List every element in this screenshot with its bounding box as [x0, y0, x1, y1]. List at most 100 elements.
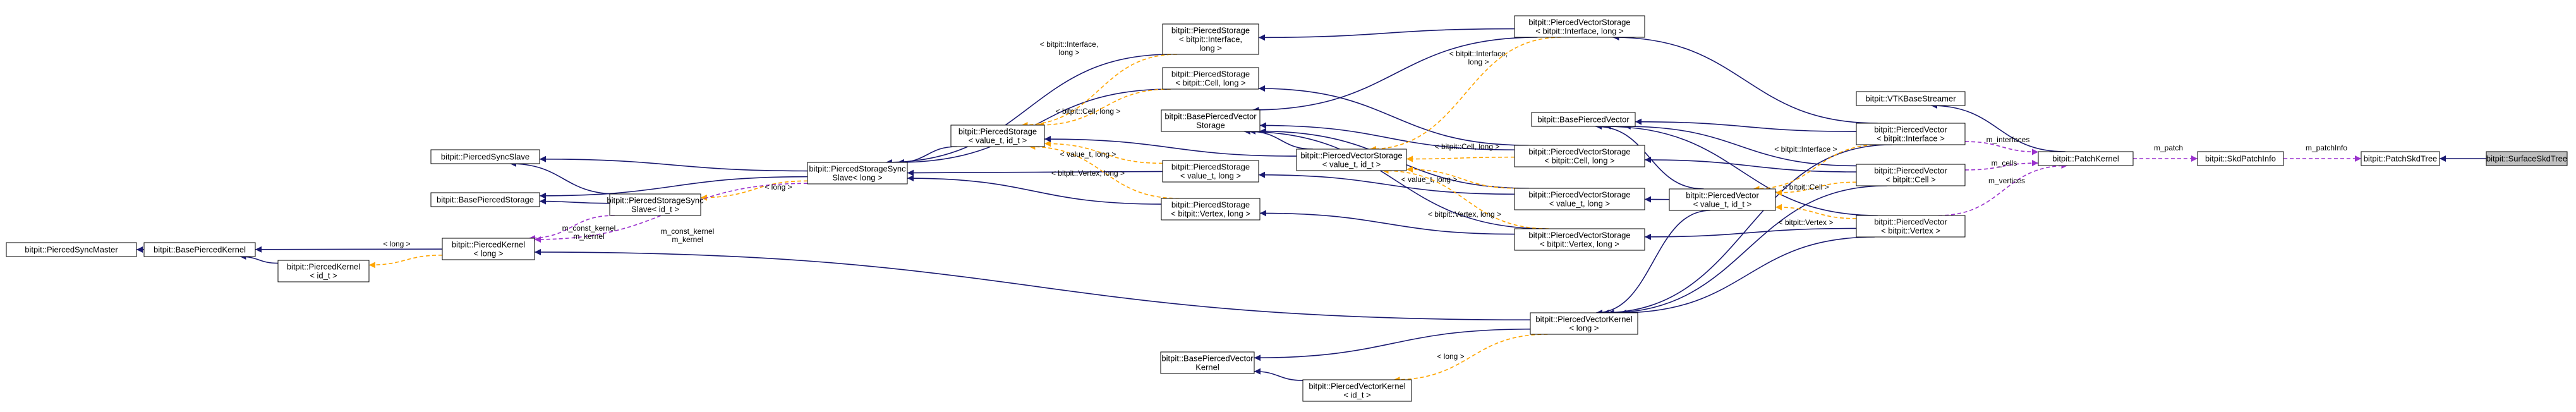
class-name-line: bitpit::PiercedVector	[1874, 217, 1947, 227]
class-name-line: bitpit::PiercedSyncSlave	[441, 152, 529, 162]
class-box	[1856, 164, 1966, 186]
class-node-kernel-long[interactable]: bitpit::PiercedKernel< long >	[442, 238, 535, 260]
edge-label-vertex_long_a: < bitpit::Vertex, long >	[1051, 169, 1125, 178]
edge-vector_kernel_long-to-kernel_long	[534, 248, 1531, 321]
edge-label-line: < bitpit::Vertex, long >	[1051, 169, 1125, 178]
edge-storage_iface_long-to-sync_slave_long	[885, 54, 1171, 166]
edge-label-v_vertex: < bitpit::Vertex >	[1779, 218, 1834, 227]
class-name-line: < long >	[474, 249, 504, 258]
edge-vs_vt_long-to-storage_vt_long	[1258, 171, 1515, 195]
class-node-vector-vt-idt[interactable]: bitpit::PiercedVector< value_t, id_t >	[1669, 188, 1776, 211]
edge-label-cell_long_b: < bitpit::Cell, long >	[1435, 142, 1500, 151]
class-node-base-kernel[interactable]: bitpit::BasePiercedKernel	[143, 242, 256, 257]
edge-vector_vt_idt-to-vector_kernel_long	[1595, 210, 1711, 316]
class-name-line: bitpit::VTKBaseStreamer	[1865, 94, 1956, 104]
edge-vector_iface-to-patch_kernel	[1964, 141, 2039, 155]
class-node-skd-patch-info[interactable]: bitpit::SkdPatchInfo	[2197, 151, 2284, 166]
class-box	[1162, 67, 1259, 90]
class-name-line: bitpit::BasePiercedVector	[1164, 112, 1257, 121]
class-name-line: Slave< id_t >	[631, 205, 679, 214]
class-node-vs-vt-idt[interactable]: bitpit::PiercedVectorStorage< value_t, i…	[1296, 148, 1407, 171]
class-node-patch-skd-tree[interactable]: bitpit::PatchSkdTree	[2361, 151, 2440, 166]
class-box	[2197, 151, 2284, 166]
class-box	[2361, 151, 2440, 166]
class-node-patch-kernel[interactable]: bitpit::PatchKernel	[2038, 151, 2134, 166]
class-node-surface-skd-tree[interactable]: bitpit::SurfaceSkdTree	[2486, 151, 2568, 166]
class-node-base-storage[interactable]: bitpit::BasePiercedStorage	[430, 192, 540, 207]
class-node-vector-kernel-idt[interactable]: bitpit::PiercedVectorKernel< id_t >	[1302, 379, 1412, 402]
class-node-vs-vt-long[interactable]: bitpit::PiercedVectorStorage< value_t, l…	[1514, 188, 1645, 210]
edge-kernel_idt-to-base_kernel	[239, 253, 279, 264]
class-node-vs-iface-long[interactable]: bitpit::PiercedVectorStorage< bitpit::In…	[1514, 15, 1645, 38]
class-name-line: < bitpit::Cell >	[1885, 175, 1936, 185]
class-node-storage-vt-long[interactable]: bitpit::PiercedStorage< value_t, long >	[1162, 160, 1259, 183]
class-node-storage-cell-long[interactable]: bitpit::PiercedStorage< bitpit::Cell, lo…	[1162, 67, 1259, 90]
edge-kernel_long-to-kernel_idt	[368, 254, 443, 269]
edge-vector_vertex-to-vector_kernel_long	[1620, 236, 1875, 316]
class-node-vs-cell-long[interactable]: bitpit::PiercedVectorStorage< bitpit::Ce…	[1514, 145, 1645, 167]
class-name-line: < bitpit::Interface,	[1179, 35, 1242, 44]
class-name-line: < id_t >	[1343, 391, 1370, 400]
edge-storage_vertex_long-to-storage_vt_idt	[1029, 143, 1180, 199]
edge-label-iface_long_b: < bitpit::Interface,long >	[1449, 49, 1508, 66]
class-name-line: Slave< long >	[832, 173, 883, 183]
class-node-kernel-idt[interactable]: bitpit::PiercedKernel< id_t >	[277, 260, 370, 282]
edge-label-line: m_const_kernel	[661, 227, 715, 236]
edge-label-m_patchInfo: m_patchInfo	[2306, 143, 2347, 152]
edge-vector_cell-to-base_vector	[1624, 123, 1857, 167]
class-name-line: bitpit::SkdPatchInfo	[2205, 154, 2276, 164]
class-node-base-vector[interactable]: bitpit::BasePiercedVector	[1531, 112, 1636, 127]
edge-label-line: < bitpit::Interface >	[1774, 145, 1837, 154]
class-name-line: bitpit::PiercedVectorKernel	[1535, 315, 1632, 324]
edge-label-line: long >	[1058, 48, 1079, 57]
class-node-vector-iface[interactable]: bitpit::PiercedVector< bitpit::Interface…	[1856, 123, 1966, 145]
class-box	[1856, 123, 1966, 145]
class-box	[609, 193, 701, 216]
edge-vs_vt_idt-to-storage_vt_idt	[1044, 136, 1297, 157]
class-node-storage-vertex-long[interactable]: bitpit::PiercedStorage< bitpit::Vertex, …	[1161, 198, 1261, 221]
class-node-vtk-streamer[interactable]: bitpit::VTKBaseStreamer	[1856, 91, 1966, 106]
class-node-storage-iface-long[interactable]: bitpit::PiercedStorage< bitpit::Interfac…	[1162, 23, 1259, 55]
edge-label-line: m_patchInfo	[2306, 143, 2347, 152]
class-node-vector-cell[interactable]: bitpit::PiercedVector< bitpit::Cell >	[1856, 164, 1966, 186]
class-box	[1514, 145, 1645, 167]
class-name-line: < bitpit::Vertex >	[1881, 226, 1940, 236]
edge-storage_vt_long-to-sync_slave_long	[907, 169, 1163, 176]
class-node-vector-vertex[interactable]: bitpit::PiercedVector< bitpit::Vertex >	[1856, 215, 1966, 238]
class-name-line: < bitpit::Vertex, long >	[1171, 209, 1250, 219]
class-box	[1856, 215, 1966, 238]
class-name-line: < long >	[1569, 324, 1599, 333]
edge-label-v_cell: < bitpit::Cell >	[1782, 183, 1829, 191]
class-name-line: bitpit::PiercedVector	[1874, 166, 1947, 176]
edge-sync_slave_idt-to-kernel_long	[529, 215, 615, 241]
class-name-line: < id_t >	[310, 271, 337, 281]
edge-label-m_interfaces: m_interfaces	[1986, 135, 2030, 144]
class-node-sync-master[interactable]: bitpit::PiercedSyncMaster	[6, 242, 137, 257]
edge-label-m_vertices: m_vertices	[1988, 176, 2025, 185]
class-name-line: bitpit::PiercedStorage	[1171, 162, 1250, 172]
edge-label-cell_long: < bitpit::Cell, long >	[1056, 107, 1121, 116]
edge-vector_iface-to-vector_vt_idt	[1753, 144, 1880, 192]
edge-label-line: long >	[1468, 58, 1489, 66]
class-name-line: bitpit::PiercedStorageSync	[607, 196, 704, 205]
class-node-vector-kernel-long[interactable]: bitpit::PiercedVectorKernel< long >	[1530, 312, 1638, 335]
class-box	[1514, 15, 1645, 38]
edge-label-m_cells: m_cells	[1992, 159, 2017, 167]
class-node-sync-slave[interactable]: bitpit::PiercedSyncSlave	[430, 149, 540, 164]
class-name-line: bitpit::PiercedKernel	[287, 262, 360, 272]
class-node-storage-vt-idt[interactable]: bitpit::PiercedStorage< value_t, id_t >	[950, 124, 1045, 147]
class-name-line: bitpit::BasePiercedKernel	[154, 245, 246, 255]
class-name-line: bitpit::PiercedVectorStorage	[1528, 18, 1630, 27]
class-box	[442, 238, 535, 260]
class-node-vs-vertex-long[interactable]: bitpit::PiercedVectorStorage< bitpit::Ve…	[1514, 228, 1645, 251]
edge-vector_iface-to-vs_iface_long	[1612, 34, 1878, 124]
class-name-line: bitpit::PatchKernel	[2052, 154, 2119, 164]
class-name-line: bitpit::PiercedVectorKernel	[1309, 382, 1405, 391]
edge-vs_iface_long-to-vs_vt_idt	[1370, 37, 1561, 152]
edge-storage_iface_long-to-storage_vt_idt	[1021, 54, 1178, 128]
